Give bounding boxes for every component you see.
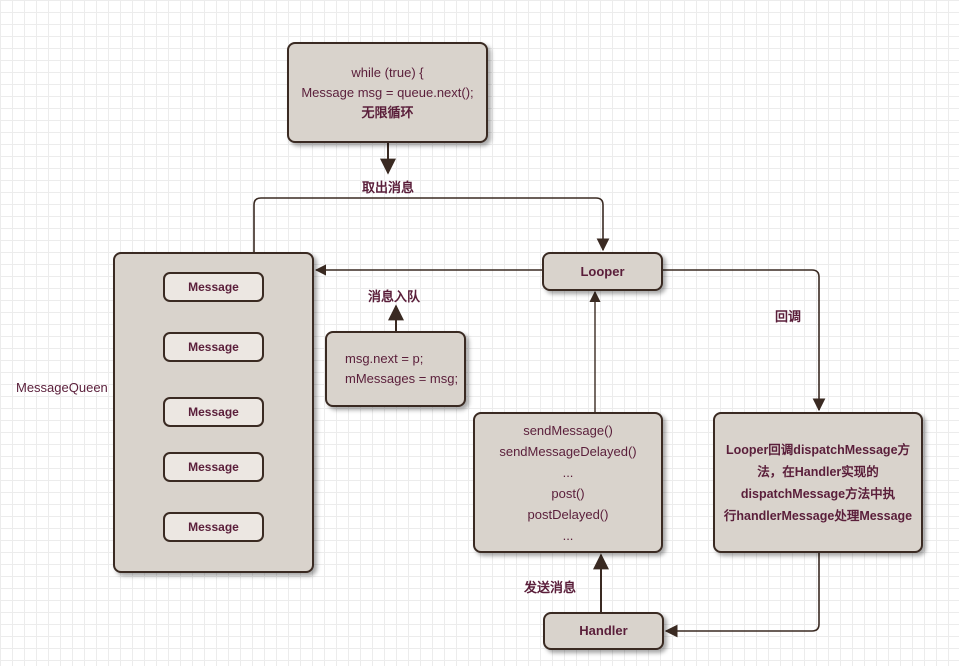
message-node-3: Message (163, 397, 264, 427)
message-node-4: Message (163, 452, 264, 482)
loop-line-3: 无限循环 (361, 104, 414, 120)
label-take-message: 取出消息 (362, 180, 415, 195)
callback-line-4: 行handlerMessage处理Message (723, 508, 913, 523)
message-node-2: Message (163, 332, 264, 362)
edge-callback-to-handler (664, 553, 820, 638)
message-node-1: Message (163, 272, 264, 302)
looper-box: Looper (542, 252, 663, 291)
enqueue-line-1: msg.next = p; (345, 351, 424, 366)
callback-line-3: dispatchMessage方法中执 (740, 486, 896, 501)
edge-looper-to-callback (663, 269, 826, 412)
loop-line-2: Message msg = queue.next(); (301, 84, 474, 100)
callback-line-1: Looper回调dispatchMessage方 (725, 442, 911, 457)
send-methods-box: sendMessage() sendMessageDelayed() ... p… (473, 412, 663, 553)
edge-queue-to-looper (253, 197, 610, 252)
send-line-5: postDelayed() (527, 506, 609, 522)
send-line-4: post() (551, 485, 585, 501)
send-line-6: ... (562, 527, 574, 543)
label-message-queue: MessageQueen (16, 380, 108, 395)
callback-line-2: 法，在Handler实现的 (757, 464, 879, 479)
send-line-2: sendMessageDelayed() (499, 443, 637, 459)
loop-box: while (true) { Message msg = queue.next(… (287, 42, 488, 143)
send-line-1: sendMessage() (523, 422, 613, 438)
label-callback: 回调 (775, 309, 802, 324)
label-enqueue: 消息入队 (368, 289, 421, 304)
send-line-3: ... (562, 464, 574, 480)
handler-box: Handler (543, 612, 664, 650)
message-node-5: Message (163, 512, 264, 542)
enqueue-line-2: mMessages = msg; (345, 371, 459, 386)
loop-line-1: while (true) { (351, 64, 424, 80)
label-send-message: 发送消息 (524, 580, 577, 595)
callback-box: Looper回调dispatchMessage方 法，在Handler实现的 d… (713, 412, 923, 553)
enqueue-box: msg.next = p; mMessages = msg; (325, 331, 466, 407)
